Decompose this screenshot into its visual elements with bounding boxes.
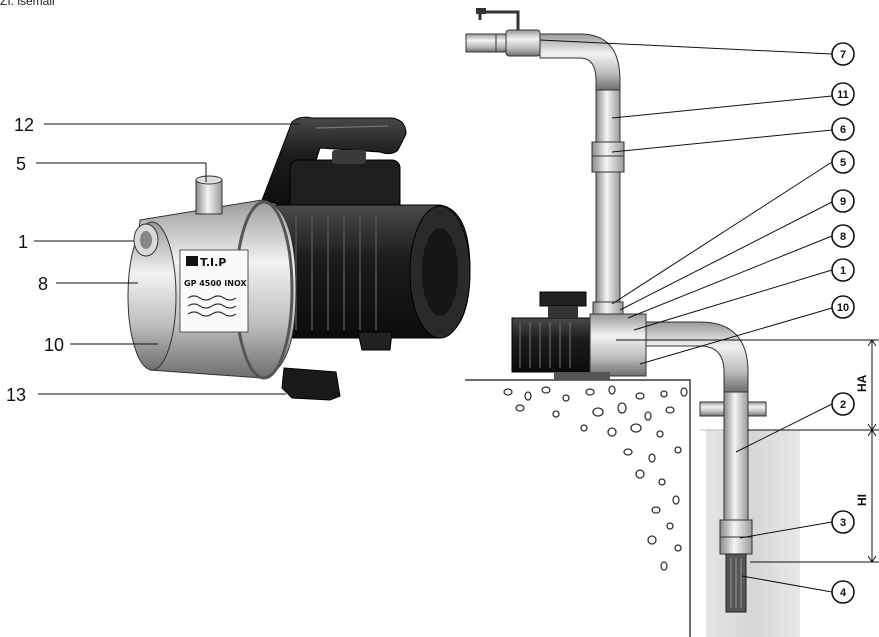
installed-pump — [511, 291, 647, 380]
ground-slab — [465, 379, 691, 637]
install-callout-4: 4 — [831, 580, 855, 604]
pump-callout-8: 8 — [38, 274, 48, 294]
pump-illustration: T.I.P GP 4500 INOX — [127, 116, 471, 401]
pump-leader-lines — [34, 123, 300, 395]
install-callout-11: 11 — [831, 82, 855, 106]
pump-callout-10: 10 — [44, 335, 64, 355]
svg-text:9: 9 — [840, 196, 846, 208]
install-callout-9: 9 — [831, 189, 855, 213]
install-callout-10: 10 — [831, 295, 855, 319]
installed-pump-body — [589, 313, 647, 377]
check-valve — [505, 29, 541, 57]
install-callout-2: 2 — [831, 392, 855, 416]
svg-text:8: 8 — [840, 231, 846, 243]
svg-text:6: 6 — [840, 124, 846, 136]
discharge-outlet — [195, 179, 223, 215]
svg-text:3: 3 — [840, 517, 846, 529]
svg-text:11: 11 — [837, 89, 849, 101]
svg-text:5: 5 — [840, 157, 846, 169]
install-callout-7: 7 — [831, 42, 855, 66]
install-callout-1: 1 — [831, 258, 855, 282]
pump-callout-13: 13 — [6, 385, 26, 405]
svg-text:4: 4 — [840, 587, 847, 599]
dimension-markers — [616, 339, 879, 563]
dimension-hi: HI — [855, 494, 869, 506]
install-callout-8: 8 — [831, 224, 855, 248]
install-callout-3: 3 — [831, 510, 855, 534]
install-leader-lines — [539, 39, 833, 593]
pump-callout-12: 12 — [14, 115, 34, 135]
install-callout-5: 5 — [831, 150, 855, 174]
nameplate-model: GP 4500 INOX — [184, 279, 247, 288]
pump-callout-1: 1 — [18, 232, 28, 252]
nameplate-brand: T.I.P — [200, 256, 226, 269]
svg-text:10: 10 — [837, 302, 849, 314]
svg-text:7: 7 — [840, 49, 846, 61]
gravel-texture — [503, 385, 688, 571]
svg-text:2: 2 — [840, 399, 846, 411]
header-fragment: ZI. isemail — [0, 0, 55, 8]
pipe-union — [591, 141, 625, 173]
discharge-pipe — [465, 8, 625, 317]
pump-callout-5: 5 — [16, 154, 26, 174]
dimension-ha: HA — [855, 374, 869, 392]
svg-text:1: 1 — [840, 265, 846, 277]
base-foot — [281, 367, 341, 401]
install-callout-6: 6 — [831, 117, 855, 141]
